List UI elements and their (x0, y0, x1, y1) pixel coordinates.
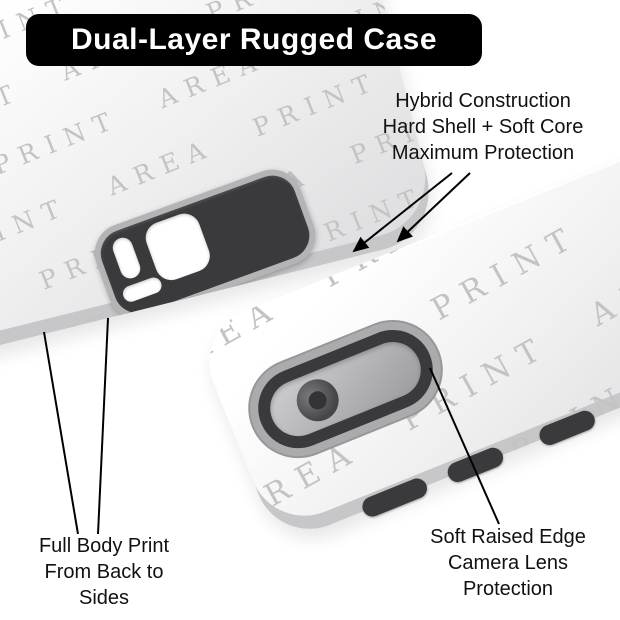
title-badge: Dual-Layer Rugged Case (26, 14, 482, 66)
full-body-pointer-line-1 (43, 331, 79, 535)
annotation-line: Sides (78, 587, 130, 609)
annotation-line: Hybrid Construction (395, 90, 571, 112)
flash-hole-icon (120, 275, 164, 304)
annotation-line: Hard Shell + Soft Core (382, 116, 584, 138)
annotation-full-body-print: Full Body Print From Back to Sides (8, 533, 200, 611)
annotation-line: Full Body Print (38, 535, 170, 557)
full-body-pointer-line-2 (97, 317, 109, 535)
annotation-line: From Back to (44, 561, 164, 583)
annotation-hybrid-construction: Hybrid Construction Hard Shell + Soft Co… (352, 88, 614, 166)
annotation-line: Maximum Protection (391, 142, 575, 164)
title-badge-label: Dual-Layer Rugged Case (70, 23, 438, 56)
camera-lens-core-icon (305, 388, 330, 413)
lens-hole-icon (141, 209, 215, 285)
camera-hole-icon (109, 234, 144, 282)
camera-lens-icon (290, 372, 346, 428)
annotation-camera-protection: Soft Raised Edge Camera Lens Protection (402, 524, 614, 602)
annotation-line: Camera Lens (447, 552, 569, 574)
annotation-line: Protection (462, 578, 554, 600)
annotation-line: Soft Raised Edge (430, 526, 586, 548)
